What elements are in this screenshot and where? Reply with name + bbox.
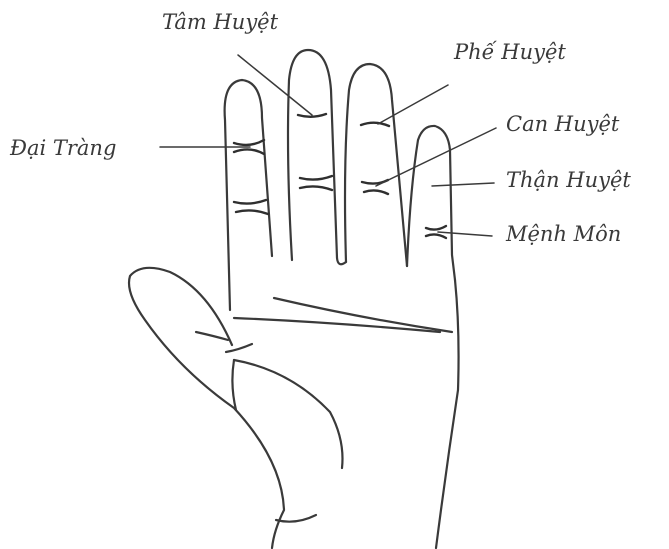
- wrist-line-left: [232, 360, 236, 410]
- tam-huyet-leader: [238, 55, 312, 115]
- dai-trang-label: Đại Tràng: [10, 138, 116, 159]
- little-finger-outline: [407, 126, 455, 280]
- palm-crease-upper: [274, 298, 452, 332]
- phe-huyet-mark: [361, 123, 389, 126]
- index-lower-mark: [234, 200, 268, 214]
- than-huyet-label: Thận Huyệt: [506, 170, 631, 191]
- can-huyet-label: Can Huyệt: [506, 114, 619, 135]
- middle-finger-outline: [288, 50, 346, 264]
- thumb-crease-2: [226, 344, 252, 352]
- than-huyet-leader: [432, 183, 494, 186]
- phe-huyet-label: Phế Huyệt: [454, 42, 566, 63]
- thumb-inner-line: [234, 360, 343, 468]
- ring-finger-outline: [345, 64, 407, 266]
- phe-huyet-leader: [378, 85, 448, 124]
- menh-mon-label: Mệnh Môn: [506, 224, 621, 245]
- index-finger-outline: [225, 80, 272, 310]
- thumb-outline: [129, 268, 284, 548]
- palm-right-edge: [436, 280, 459, 548]
- tam-huyet-label: Tâm Huyệt: [162, 12, 278, 33]
- menh-mon-leader: [438, 232, 492, 236]
- thumb-crease: [196, 332, 228, 340]
- can-huyet-leader: [376, 128, 496, 186]
- middle-lower-mark: [300, 176, 332, 190]
